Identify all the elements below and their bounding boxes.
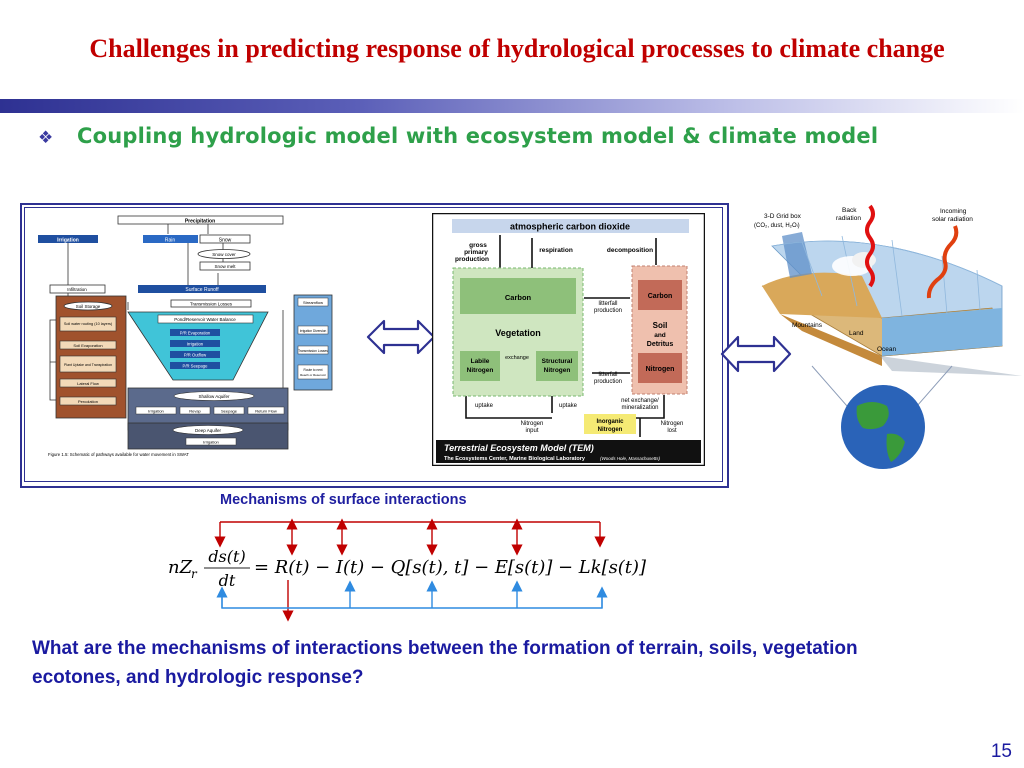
research-question: What are the mechanisms of interactions …: [32, 638, 858, 688]
swat-return-flow: Return Flow: [255, 409, 277, 414]
tem-inorganic-1: Inorganic: [596, 419, 624, 425]
tem-footer-title: Terrestrial Ecosystem Model (TEM): [444, 443, 594, 453]
swat-transmission-losses: Transmission Losses: [190, 302, 233, 307]
climate-back-radiation-2: radiation: [836, 215, 861, 222]
eq-rhs: = R(t) − I(t) − Q[s(t), t] − E[s(t)] − L…: [254, 557, 647, 578]
tem-production-2: production: [594, 379, 622, 385]
tem-footer-loc: (Woods Hole, Massachusetts): [600, 456, 661, 461]
tem-labile-1: Labile: [471, 358, 490, 365]
tem-nitrogen-input-2: input: [525, 428, 538, 434]
climate-mountains: Mountains: [792, 322, 823, 329]
swat-infiltration: Infiltration: [67, 287, 87, 292]
double-arrow-left-icon: [366, 319, 436, 355]
swat-caption: Figure 1.5: Schematic of pathways availa…: [48, 452, 189, 457]
water-balance-equation: nZ r ds(t) dt = R(t) − I(t) − Q[s(t), t]…: [168, 518, 647, 622]
tem-structural-2: Nitrogen: [544, 367, 571, 374]
tem-gpp-3: production: [455, 256, 489, 263]
swat-lateral-flow: Lateral Flow: [77, 381, 99, 386]
climate-ocean: Ocean: [877, 346, 897, 353]
tem-gpp-2: primary: [464, 249, 488, 256]
double-arrow-right-icon: [720, 335, 792, 373]
swat-route-next-2: Reach or Reservoir: [300, 373, 326, 377]
swat-rain: Rain: [165, 238, 176, 244]
swat-pond-balance: Pond/Reservoir Water Balance: [174, 317, 236, 322]
climate-model-graphic: 3-D Grid box (CO₂, dust, H₂Oₗ) Back radi…: [754, 204, 1022, 469]
eq-denominator: dt: [219, 571, 236, 590]
tem-litterfall-1: litterfall: [598, 301, 617, 307]
climate-land: Land: [849, 330, 864, 337]
swat-precipitation: Precipitation: [185, 219, 215, 225]
tem-respiration: respiration: [539, 247, 573, 254]
tem-soil: Soil: [653, 321, 668, 330]
swat-snow-melt: Snow melt: [214, 264, 236, 269]
swat-irrigation-mid: Irrigation: [187, 342, 204, 347]
climate-incoming-1: Incoming: [940, 208, 967, 215]
eq-lhs-coef: nZ: [168, 557, 193, 578]
tem-vegetation: Vegetation: [495, 328, 541, 338]
tem-uptake-2: uptake: [559, 403, 578, 409]
tem-uptake-1: uptake: [475, 403, 494, 409]
tem-carbon-veg: Carbon: [505, 293, 532, 302]
tem-gpp-1: gross: [469, 242, 487, 249]
swat-irrigation-diversion: Irrigation Diversion: [300, 329, 327, 333]
swat-pr-seepage: P/R Seepage: [183, 364, 209, 369]
tem-and: and: [654, 332, 666, 339]
tem-detritus: Detritus: [647, 341, 674, 348]
tem-carbon-soil: Carbon: [648, 293, 673, 300]
tem-diagram: atmospheric carbon dioxide gross primary…: [432, 213, 705, 466]
climate-grid-box-1: 3-D Grid box: [764, 213, 802, 220]
swat-transmission-losses-2: Transmission Losses: [298, 349, 328, 353]
title-divider-bar: [0, 99, 1024, 113]
tem-exchange: exchange: [505, 355, 529, 361]
tem-atm-co2: atmospheric carbon dioxide: [510, 222, 630, 232]
page-number: 15: [990, 741, 1012, 762]
swat-pr-outflow: P/R Outflow: [184, 353, 207, 358]
slide-title: Challenges in predicting response of hyd…: [89, 34, 945, 63]
tem-footer-sub: The Ecosystems Center, Marine Biological…: [444, 456, 586, 462]
tem-nitrogen-soil: Nitrogen: [646, 366, 675, 373]
swat-snow-cover: Snow cover: [212, 252, 236, 257]
climate-incoming-2: solar radiation: [932, 216, 973, 223]
eq-numerator: ds(t): [208, 547, 245, 566]
swat-soil-storage: Soil Storage: [76, 304, 101, 309]
climate-grid-box-2: (CO₂, dust, H₂Oₗ): [754, 223, 800, 229]
swat-streamflow: Streamflow: [303, 300, 323, 305]
swat-deep-aquifer: Deep Aquifer: [195, 428, 222, 433]
tem-labile-2: Nitrogen: [467, 367, 494, 374]
tem-net-exchange-2: mineralization: [621, 405, 658, 411]
tem-litterfall-2: litterfall: [598, 372, 617, 378]
models-frame-outer: [20, 203, 729, 488]
swat-pr-evaporation: P/R Evaporation: [180, 331, 211, 336]
tem-nitrogen-lost-1: Nitrogen: [661, 421, 684, 427]
swat-revap: Revap: [189, 409, 201, 414]
tem-structural-1: Structural: [542, 358, 573, 365]
mechanisms-label: Mechanisms of surface interactions: [220, 492, 467, 508]
swat-diagram: Precipitation Irrigation Rain Snow Snow …: [38, 215, 333, 457]
swat-surface-runoff: Surface Runoff: [185, 287, 219, 293]
swat-seepage: Seepage: [221, 409, 238, 414]
slide-subtitle: Coupling hydrologic model with ecosystem…: [77, 124, 879, 148]
swat-soil-water-routing: Soil water routing (10 layers): [64, 322, 113, 326]
swat-irrigation-sa: Irrigation: [148, 409, 164, 414]
swat-snow: Snow: [219, 238, 232, 244]
tem-inorganic-2: Nitrogen: [598, 427, 623, 433]
swat-irrigation-da: Irrigation: [203, 440, 219, 445]
tem-nitrogen-input-1: Nitrogen: [521, 421, 544, 427]
models-frame-inner: [24, 207, 723, 482]
tem-production-1: production: [594, 308, 622, 314]
tem-net-exchange-1: net exchange/: [621, 398, 659, 404]
swat-irrigation-top: Irrigation: [57, 238, 79, 244]
swat-plant-uptake: Plant Uptake and Transpiration: [64, 363, 112, 367]
tem-decomposition: decomposition: [607, 247, 653, 254]
tem-nitrogen-lost-2: lost: [667, 428, 677, 434]
swat-route-next-1: Route to next: [304, 368, 323, 372]
eq-lhs-sub: r: [191, 567, 198, 581]
swat-soil-evaporation: Soil Evaporation: [73, 343, 102, 348]
swat-shallow-aquifer: Shallow Aquifer: [198, 394, 230, 399]
diamond-bullet-icon: ❖: [38, 128, 54, 147]
swat-percolation: Percolation: [78, 399, 98, 404]
climate-back-radiation-1: Back: [842, 207, 857, 214]
